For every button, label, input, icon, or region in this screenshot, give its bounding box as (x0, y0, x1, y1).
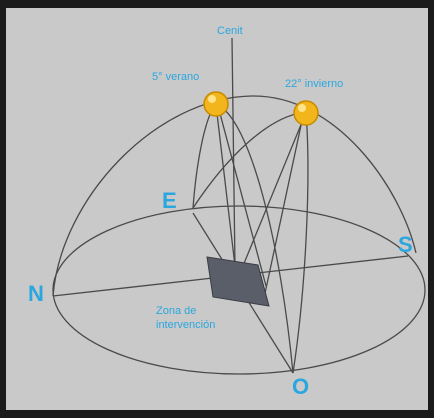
winter-ray-1 (237, 114, 306, 279)
winter-sun-highlight (298, 104, 306, 112)
west-label: O (292, 374, 310, 399)
zone-label: Zona de intervención (156, 305, 215, 333)
summer-sun-label: 5° verano (152, 71, 200, 83)
south-label: S (398, 232, 413, 257)
summer-sun-path (192, 103, 294, 374)
dome-outline (52, 95, 417, 297)
winter-ray-2 (263, 115, 304, 299)
summer-ray-1 (215, 104, 236, 267)
zenith-line (231, 37, 236, 269)
diagram-frame: Cenit 5° verano 22° invierno E S N O Zon… (6, 8, 428, 410)
summer-sun-highlight (208, 95, 216, 103)
winter-sun (293, 100, 319, 126)
zenith-label: Cenit (217, 25, 243, 37)
summer-sun (203, 91, 229, 117)
zone-label-line2: intervención (156, 318, 216, 331)
north-label: N (28, 281, 44, 306)
intervention-zone (206, 256, 270, 307)
zone-label-line1: Zona de (156, 305, 197, 317)
summer-ray-2 (217, 105, 267, 287)
winter-sun-label: 22° invierno (285, 78, 344, 90)
east-label: E (162, 188, 177, 213)
sun-path-diagram (52, 37, 426, 375)
